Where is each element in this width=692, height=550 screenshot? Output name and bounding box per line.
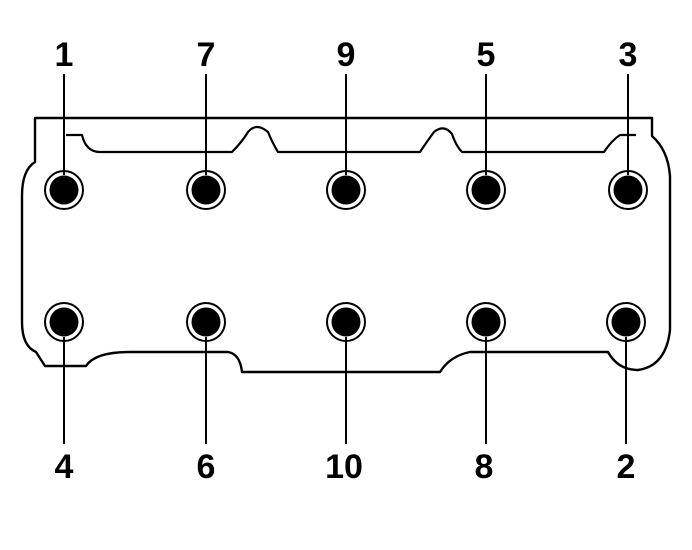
bolt-hole-icon [466, 302, 506, 342]
bolt-hole-icon [326, 170, 366, 210]
bolt-holes [44, 170, 648, 342]
bolt-number-label: 1 [55, 36, 74, 74]
bolt-number-label: 4 [55, 448, 74, 486]
bolt-head [613, 175, 643, 205]
bolt-number-label: 2 [617, 448, 636, 486]
top-rail-contour [66, 125, 636, 154]
bolt-hole-icon [186, 170, 226, 210]
bolt-hole-icon [186, 302, 226, 342]
bolt-head [191, 307, 221, 337]
bolt-number-label: 10 [325, 448, 363, 486]
bolt-number-label: 8 [475, 448, 494, 486]
bolt-hole-icon [326, 302, 366, 342]
bolt-number-label: 9 [337, 36, 356, 74]
bolt-hole-icon [44, 302, 84, 342]
bolt-hole-icon [44, 170, 84, 210]
bolt-head [49, 307, 79, 337]
leader-lines [63, 74, 629, 444]
bolt-head [49, 175, 79, 205]
bolt-number-label: 7 [197, 36, 216, 74]
bolt-number-label: 3 [619, 36, 638, 74]
bolt-head [331, 307, 361, 337]
cylinder-head-outline [20, 116, 672, 374]
bolt-head [471, 307, 501, 337]
bolt-number-label: 6 [197, 448, 216, 486]
bolt-head [611, 307, 641, 337]
bolt-head [331, 175, 361, 205]
bolt-hole-icon [466, 170, 506, 210]
bolt-hole-icon [606, 302, 646, 342]
bolt-head [471, 175, 501, 205]
bolt-number-label: 5 [477, 36, 496, 74]
bolt-hole-icon [608, 170, 648, 210]
bolt-head [191, 175, 221, 205]
